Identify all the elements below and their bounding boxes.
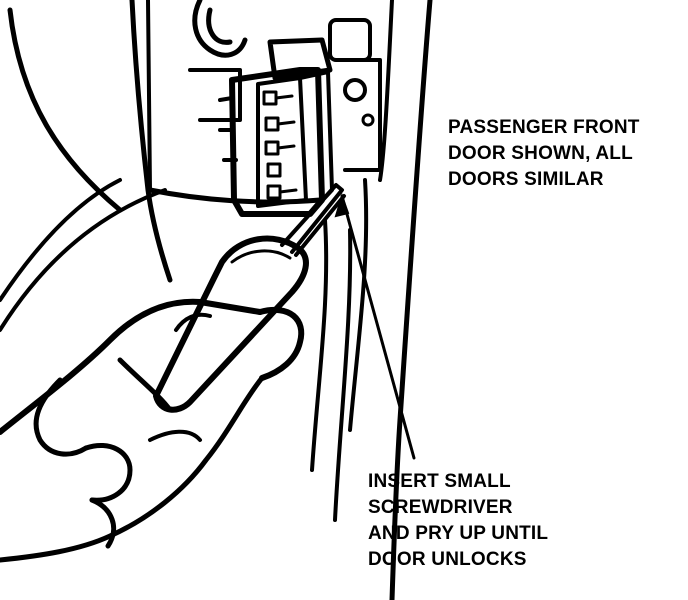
door-note-line-3: DOORS SIMILAR <box>448 169 604 190</box>
door-note-line-2: DOOR SHOWN, ALL <box>448 143 633 164</box>
instruction-line-2: SCREWDRIVER <box>368 497 513 518</box>
hand <box>0 298 305 563</box>
leader-lines <box>334 192 416 460</box>
door-note-line-1: PASSENGER FRONT <box>448 117 640 138</box>
instruction-line-3: AND PRY UP UNTIL <box>368 523 549 544</box>
latch-mechanism <box>188 0 382 172</box>
lock-connector <box>218 37 334 217</box>
screwdriver <box>153 183 346 413</box>
instruction-line-1: INSERT SMALL <box>368 471 511 492</box>
connector-pins <box>262 90 298 200</box>
instruction-callout: INSERT SMALL SCREWDRIVER AND PRY UP UNTI… <box>368 469 548 573</box>
door-note-callout: PASSENGER FRONT DOOR SHOWN, ALL DOORS SI… <box>448 115 640 193</box>
arrowhead-icon <box>334 192 350 218</box>
instruction-line-4: DOOR UNLOCKS <box>368 549 527 570</box>
